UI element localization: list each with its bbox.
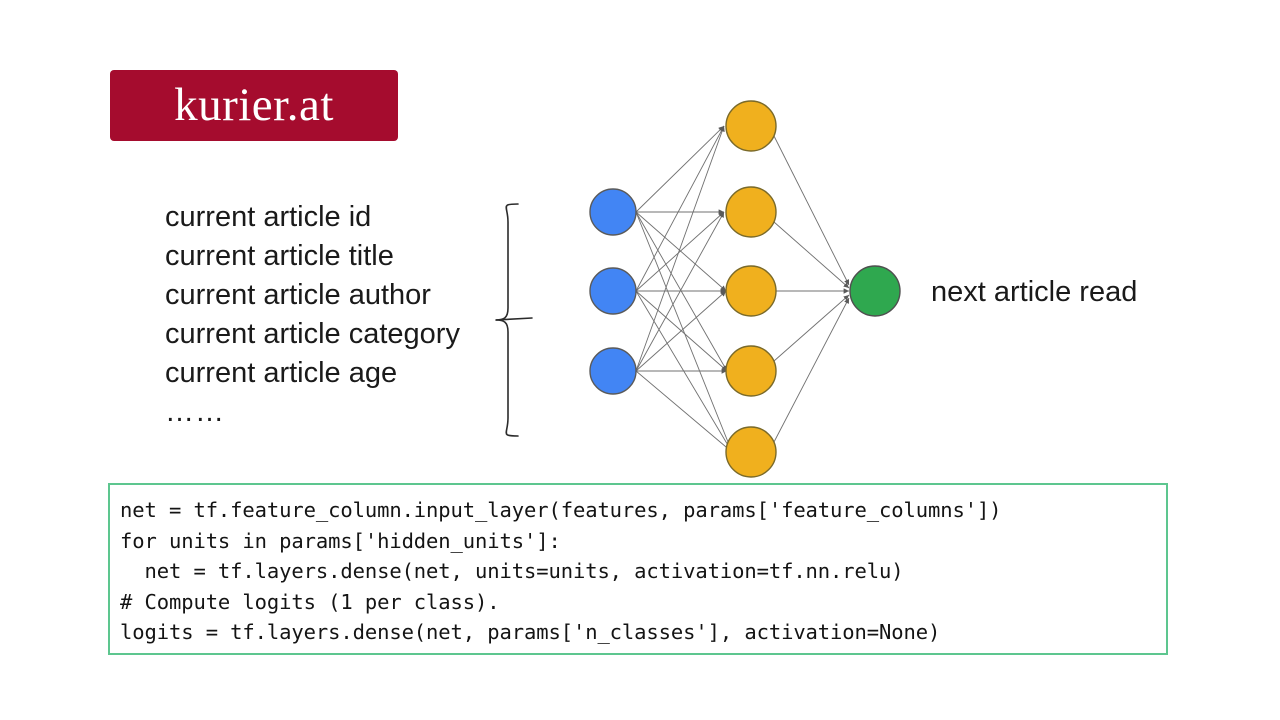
input-node	[589, 347, 637, 395]
hidden-layer-nodes	[725, 100, 777, 478]
output-label: next article read	[931, 276, 1138, 308]
input-node	[589, 188, 637, 236]
curly-brace-icon	[495, 203, 533, 437]
code-line: net = tf.feature_column.input_layer(feat…	[120, 498, 1002, 522]
hidden-node	[725, 265, 777, 317]
brand-logo: kurier.at	[110, 70, 398, 141]
feature-item: current article title	[165, 240, 394, 272]
neural-network-diagram	[589, 100, 901, 478]
feature-item: current article age	[165, 357, 398, 389]
input-layer-nodes	[589, 188, 637, 395]
input-node	[589, 267, 637, 315]
edges-hidden-output	[773, 135, 850, 443]
code-line: logits = tf.layers.dense(net, params['n_…	[120, 620, 941, 644]
brand-logo-text: kurier.at	[174, 79, 334, 131]
feature-item: current article id	[165, 201, 372, 233]
code-line: net = tf.layers.dense(net, units=units, …	[120, 559, 904, 583]
feature-item: current article category	[165, 318, 460, 350]
feature-item: current article author	[165, 279, 431, 311]
code-line: for units in params['hidden_units']:	[120, 528, 561, 553]
hidden-node	[725, 100, 777, 152]
output-node	[849, 265, 901, 317]
hidden-node	[725, 426, 777, 478]
code-line: # Compute logits (1 per class).	[120, 589, 500, 614]
code-block: net = tf.feature_column.input_layer(feat…	[108, 483, 1168, 655]
edges-input-hidden	[635, 125, 733, 453]
feature-list: current article id current article title…	[165, 198, 525, 432]
hidden-node	[725, 345, 777, 397]
hidden-node	[725, 186, 777, 238]
output-layer-nodes	[849, 265, 901, 317]
feature-item-ellipsis: ……	[165, 396, 225, 428]
